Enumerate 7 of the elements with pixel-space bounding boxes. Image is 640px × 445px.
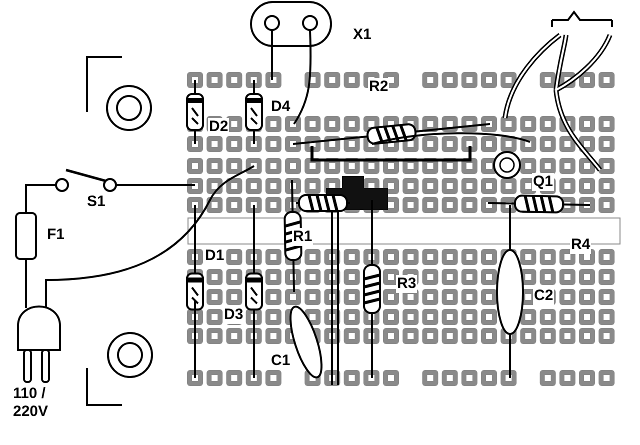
component-label: C2 xyxy=(533,287,554,305)
component-label: D1 xyxy=(204,247,226,265)
component-label: Q1 xyxy=(532,173,554,191)
component-label: D3 xyxy=(223,306,244,324)
component-label: R1 xyxy=(292,228,314,246)
component-label: R4 xyxy=(570,236,592,254)
component-label: R3 xyxy=(396,275,418,293)
